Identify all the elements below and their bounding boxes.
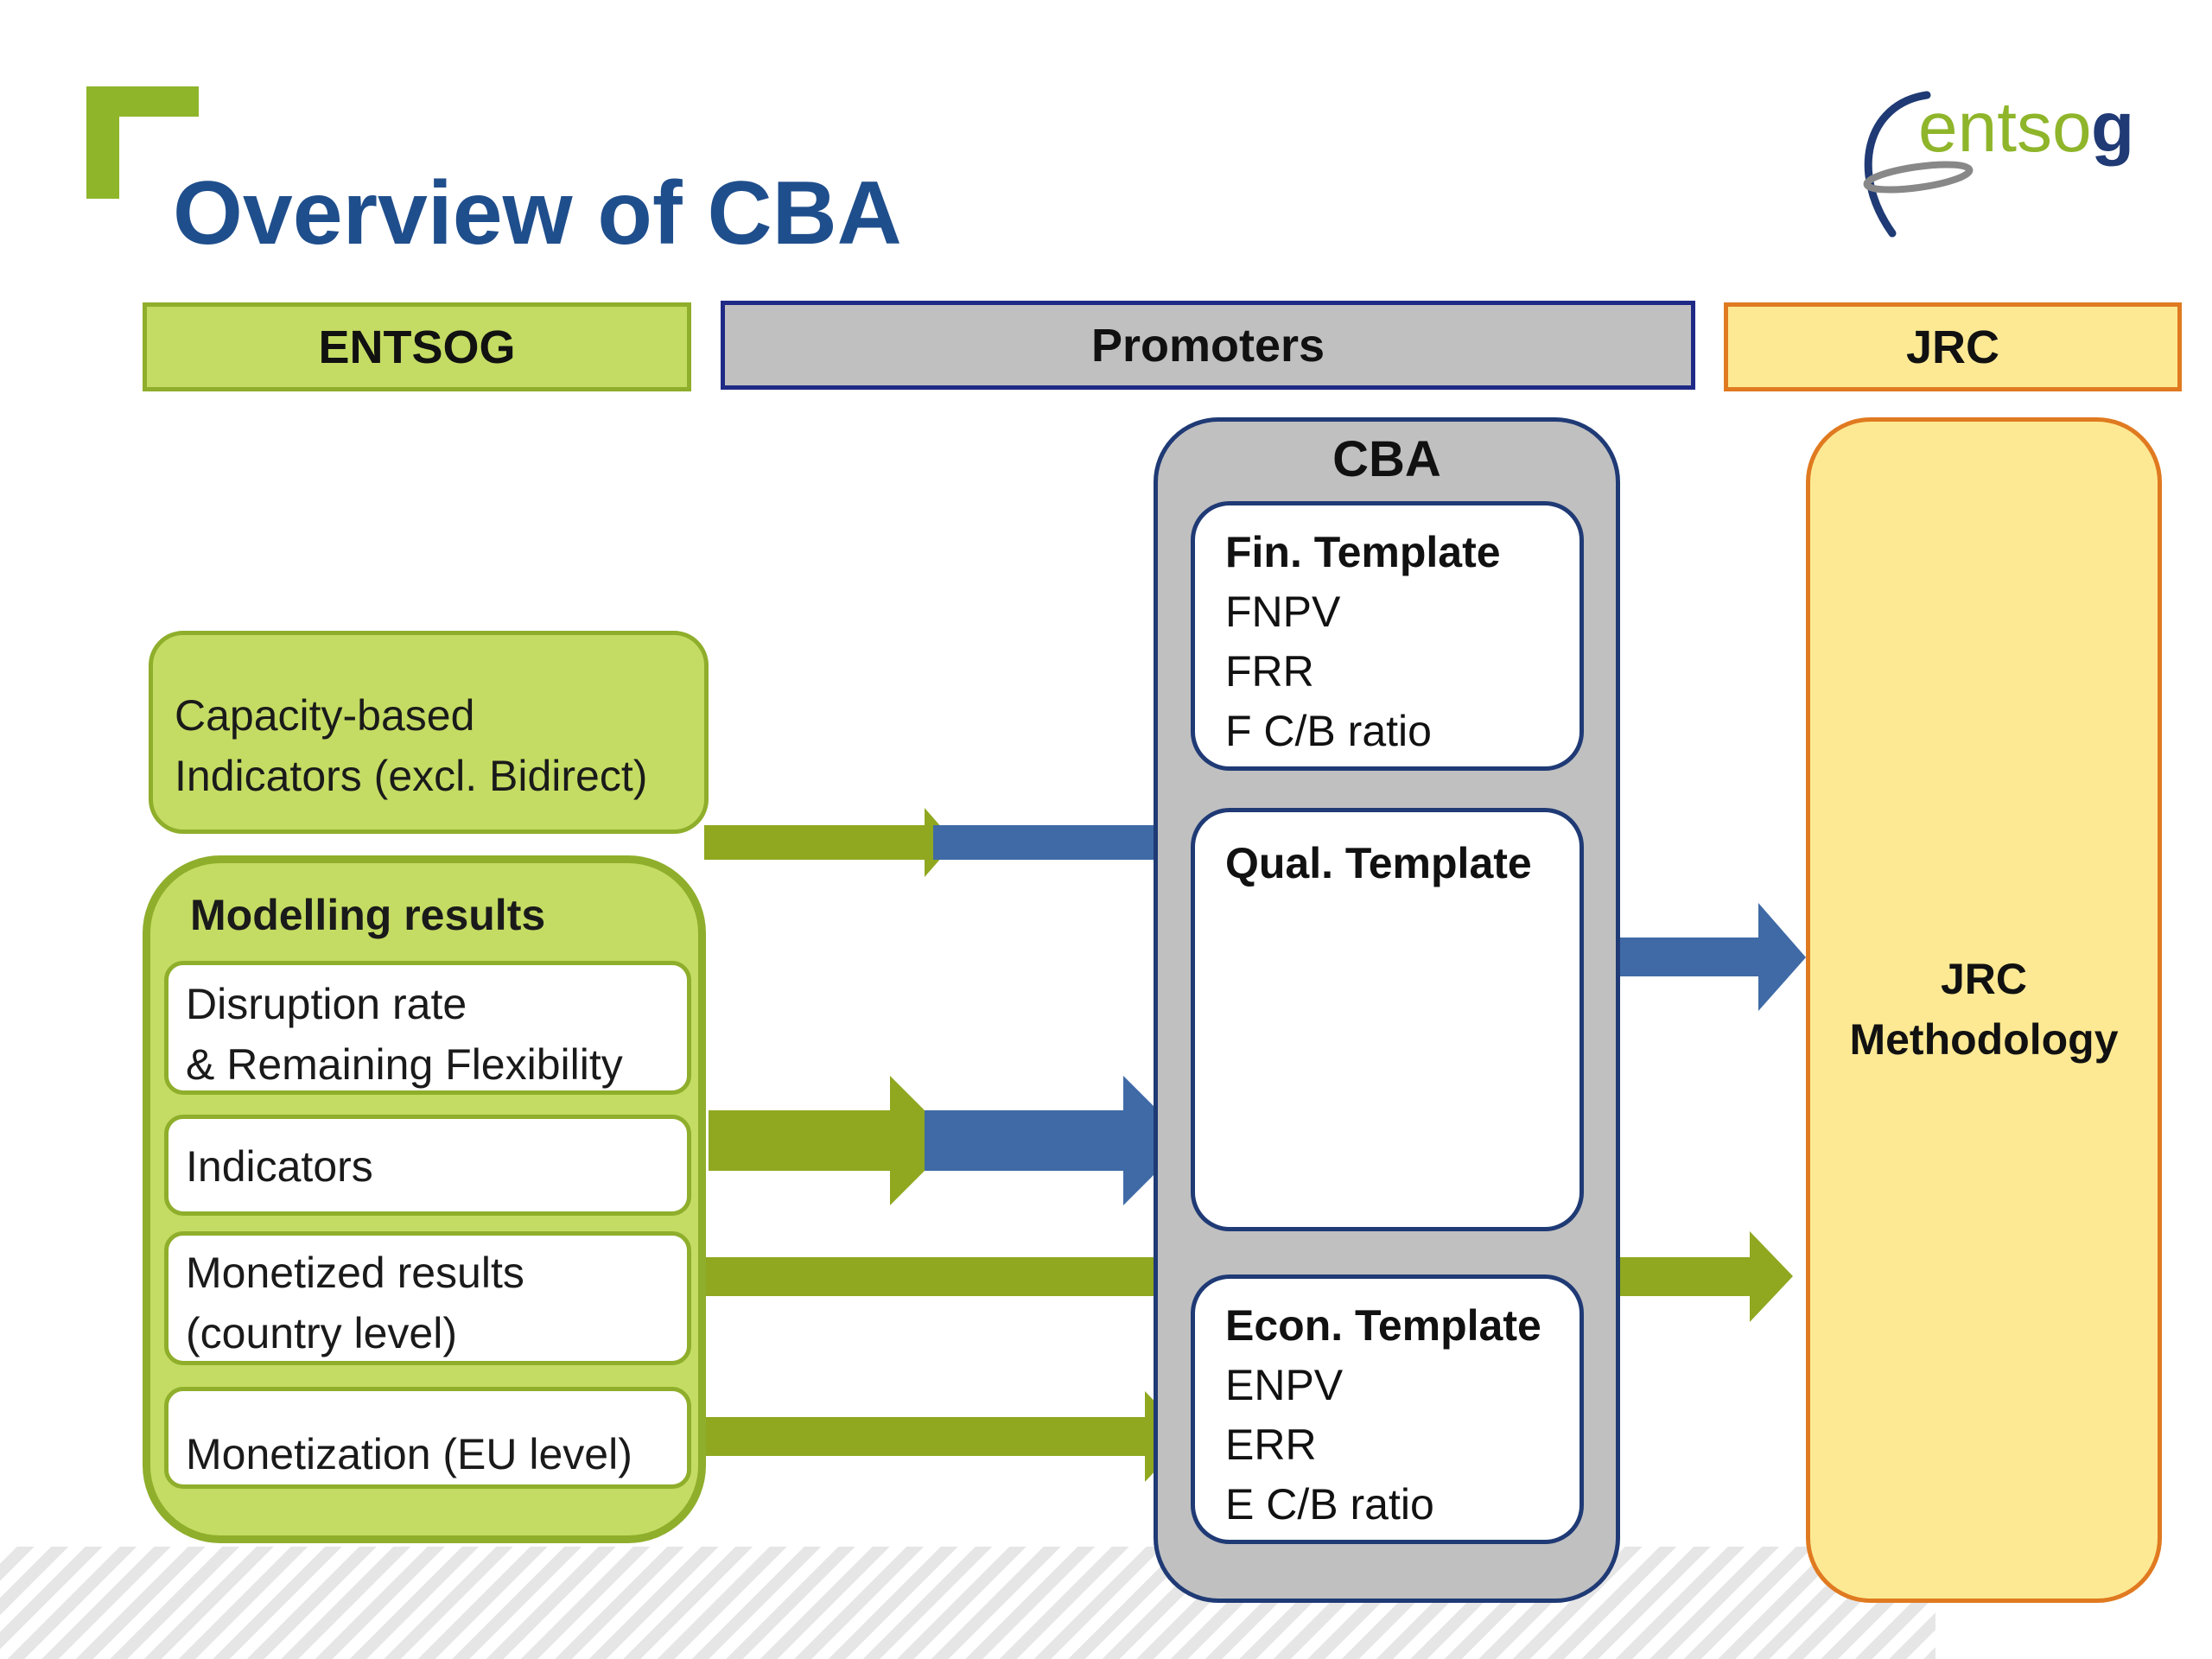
- arrow-capacity-green: [704, 808, 955, 877]
- modelling-item-disruption: Disruption rate & Remaining Flexibility: [164, 961, 691, 1095]
- slide-title: Overview of CBA: [173, 163, 902, 264]
- qual-template-box: Qual. Template: [1191, 808, 1584, 1231]
- svg-text:entso: entso: [1918, 88, 2092, 167]
- disruption-line2: & Remaining Flexibility: [186, 1040, 623, 1089]
- arrow-cba-jrc-blue: [1616, 903, 1806, 1011]
- capacity-indicators-box: Capacity-based Indicators (excl. Bidirec…: [149, 631, 709, 834]
- header-promoters: Promoters: [721, 301, 1695, 390]
- monetization-line1: Monetization (EU level): [186, 1430, 632, 1478]
- modelling-item-monetized: Monetized results (country level): [164, 1231, 691, 1365]
- fin-item: F C/B ratio: [1225, 707, 1432, 755]
- modelling-item-monetization-eu: Monetization (EU level): [164, 1387, 691, 1489]
- econ-template-box: Econ. Template ENPV ERR E C/B ratio: [1191, 1274, 1584, 1544]
- econ-item: E C/B ratio: [1225, 1480, 1434, 1529]
- capacity-line2: Indicators (excl. Bidirect): [175, 752, 648, 800]
- arrow-monetization-green: [691, 1391, 1188, 1482]
- arrow-indicators-green: [709, 1076, 955, 1205]
- corner-bracket-decoration: [86, 86, 199, 199]
- header-jrc: JRC: [1724, 302, 2182, 391]
- modelling-item-indicators: Indicators: [164, 1115, 691, 1216]
- econ-item: ERR: [1225, 1421, 1317, 1469]
- arrow-indicators-blue: [925, 1076, 1188, 1205]
- disruption-line1: Disruption rate: [186, 980, 467, 1028]
- jrc-methodology-label: JRC Methodology: [1806, 949, 2162, 1070]
- svg-text:g: g: [2091, 88, 2134, 167]
- arrow-cba-jrc-green: [1616, 1231, 1793, 1322]
- fin-template-title: Fin. Template: [1225, 528, 1501, 576]
- background-stripes: [0, 1547, 1936, 1659]
- jrc-line1: JRC: [1940, 955, 2028, 1003]
- modelling-results-title: Modelling results: [190, 891, 546, 939]
- jrc-line2: Methodology: [1849, 1015, 2119, 1064]
- monetized-line2: (country level): [186, 1309, 457, 1357]
- fin-item: FRR: [1225, 647, 1314, 696]
- cba-title: CBA: [1332, 431, 1441, 487]
- indicators-line1: Indicators: [186, 1142, 373, 1191]
- jrc-methodology-box: [1806, 417, 2162, 1603]
- capacity-line1: Capacity-based: [175, 691, 475, 740]
- econ-template-title: Econ. Template: [1225, 1301, 1541, 1350]
- arrow-monetized-green: [704, 1257, 1162, 1296]
- fin-template-box: Fin. Template FNPV FRR F C/B ratio: [1191, 501, 1584, 771]
- entsog-logo: entso g: [1863, 88, 2134, 238]
- fin-item: FNPV: [1225, 588, 1341, 636]
- monetized-line1: Monetized results: [186, 1249, 524, 1297]
- header-entsog: ENTSOG: [143, 302, 691, 391]
- qual-template-title: Qual. Template: [1225, 839, 1532, 887]
- econ-item: ENPV: [1225, 1361, 1344, 1409]
